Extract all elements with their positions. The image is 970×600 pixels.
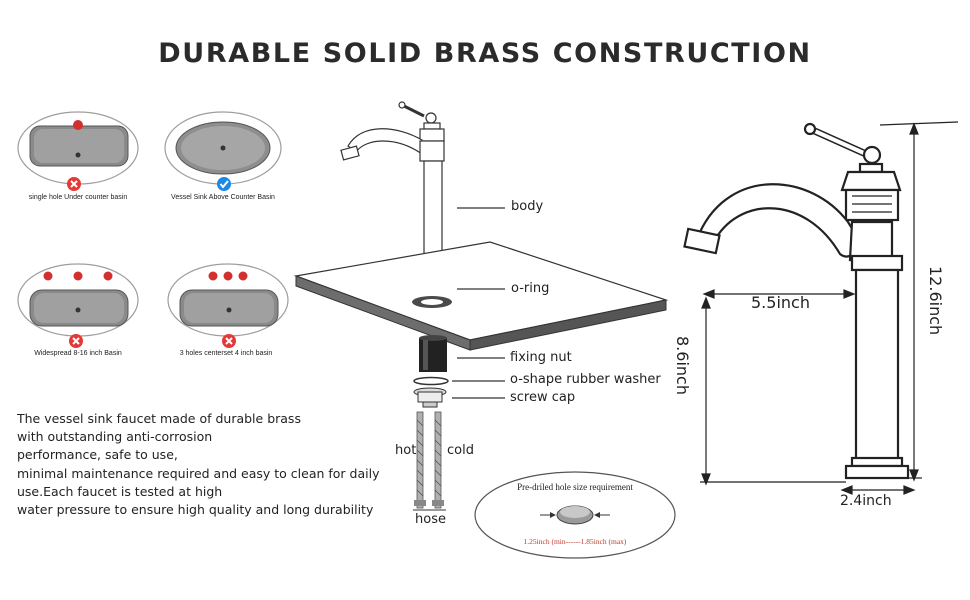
basin-hole-dot <box>208 271 218 281</box>
basin-single-hole-under-counter <box>17 111 139 191</box>
label-hose: hose <box>415 512 446 527</box>
hoses-part <box>413 411 446 511</box>
hole-requirement-range: 1.25inch (min------1.85inch (max) <box>523 537 627 546</box>
countertop-slab <box>293 241 669 351</box>
basin-hole-dot <box>43 271 53 281</box>
incompatible-cross-icon <box>222 334 236 348</box>
basin-hole-dot <box>73 271 83 281</box>
screw-cap-part <box>413 387 447 408</box>
incompatible-cross-icon <box>67 177 81 191</box>
incompatible-cross-icon <box>69 334 83 348</box>
rubber-washer-part <box>413 376 449 386</box>
description-line: minimal maintenance required and easy to… <box>17 465 380 481</box>
faucet-dimension-drawing <box>683 122 910 480</box>
basin-hole-dot <box>238 271 248 281</box>
dim-total-height: 12.6inch <box>926 266 945 336</box>
basin-hole-dot <box>73 120 83 130</box>
o-ring-part <box>412 296 452 308</box>
label-rubber-washer: o-shape rubber washer <box>510 372 661 387</box>
dim-base-diameter: 2.4inch <box>840 493 892 509</box>
hole-requirement-title: Pre-driled hole size requirement <box>517 482 633 492</box>
basin-centerset <box>167 263 289 348</box>
description-line: performance, safe to use, <box>17 447 178 463</box>
label-fixing-nut: fixing nut <box>510 350 572 365</box>
description-line: water pressure to ensure high quality an… <box>17 502 374 518</box>
page-title: DURABLE SOLID BRASS CONSTRUCTION <box>158 38 812 69</box>
description-line: with outstanding anti-corrosion <box>17 429 213 445</box>
faucet-small-illustration <box>340 101 446 266</box>
dimension-lines <box>700 121 959 495</box>
label-o-ring: o-ring <box>511 281 550 296</box>
hole-requirement-diagram <box>474 471 676 559</box>
basin-vessel-above-counter <box>164 111 282 191</box>
label-hot: hot <box>395 443 417 458</box>
basin-caption: single hole Under counter basin <box>28 194 128 201</box>
dim-spout-reach: 5.5inch <box>751 293 810 312</box>
basin-caption: 3 holes centerset 4 inch basin <box>179 350 273 357</box>
basin-widespread <box>17 263 139 348</box>
basin-caption: Widespread 8-16 inch Basin <box>34 350 122 357</box>
product-description: The vessel sink faucet made of durable b… <box>17 410 397 519</box>
description-line: The vessel sink faucet made of durable b… <box>17 411 301 426</box>
leader-lines <box>452 207 505 399</box>
label-cold: cold <box>447 443 474 458</box>
fixing-nut-part <box>419 335 447 372</box>
compatible-check-icon <box>217 177 231 191</box>
dim-body-height: 8.6inch <box>673 336 692 395</box>
label-screw-cap: screw cap <box>510 390 576 405</box>
basin-hole-dot <box>103 271 113 281</box>
basin-caption: Vessel Sink Above Counter Basin <box>171 194 275 201</box>
description-line: use.Each faucet is tested at high <box>17 483 223 499</box>
label-body: body <box>511 199 544 214</box>
basin-hole-dot <box>223 271 233 281</box>
